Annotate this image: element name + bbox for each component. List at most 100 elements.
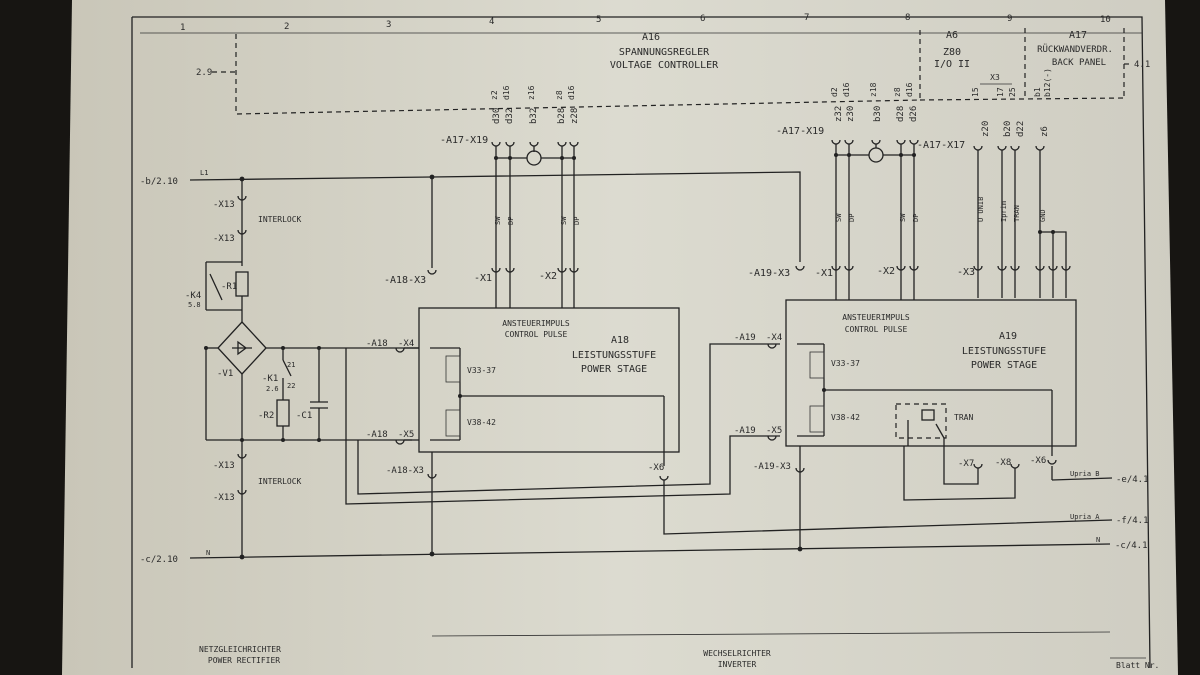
a19-x4-ref: -A19 [734,333,756,343]
grid-number: 5 [596,15,601,25]
pin-21-label: 21 [287,361,295,369]
a17-title-de: RÜCKWANDVERDR. [1037,44,1113,55]
x7-label: -X7 [958,459,974,469]
a16-title-en: VOLTAGE CONTROLLER [610,60,719,71]
x8-label: -X8 [995,458,1011,468]
upria-a-label: Upria A [1070,513,1100,521]
dp-label: DP [912,214,920,222]
footer-rectifier-en: POWER RECTIFIER [208,656,280,665]
pin-label: z32 [834,106,844,122]
upria-b-wire [1051,477,1113,481]
pin-label: 25 [1008,87,1017,97]
pin-label: b1 [1033,87,1042,97]
iprim-label: Iprim [1000,201,1008,222]
sw-label: SW [560,216,568,225]
a18-transistors [430,347,665,466]
x-socket-row-a19 [795,265,1071,271]
sw-label: SW [494,216,502,225]
x17-wires [977,150,1067,298]
a19-control-pulse-en: CONTROL PULSE [845,325,908,334]
v1-label: -V1 [217,369,233,379]
a18-x3-bottom-label: -A18-X3 [386,466,424,476]
a19-title-de: LEISTUNGSSTUFE [962,346,1046,357]
rectifier-chain [204,180,412,557]
a18-control-pulse-de: ANSTEUERIMPULS [502,319,570,328]
sheet-number-label: Blatt Nr. [1116,661,1159,670]
a19-tran-label: TRAN [954,413,973,422]
input-c-label: -c/2.10 [140,555,178,565]
a6-line1: Z80 [943,47,961,58]
pin-label: d16 [842,82,851,97]
input-b-label: -b/2.10 [140,177,178,187]
upria-b-label: Upria B [1070,470,1100,478]
n-label-left: N [206,549,210,557]
pin-label: d26 [909,106,919,122]
sw-label: SW [899,213,907,222]
k4-ref-label: 5.8 [188,301,201,309]
l1-rail [189,176,433,181]
a18-v33-label: V33-37 [467,366,496,375]
a16-title-de: SPANNUNGSREGLER [619,47,710,58]
a19-x4-x5-sockets [767,343,777,441]
pin-label: d22 [1016,121,1026,137]
pin-label: z30 [846,106,856,122]
n-rail [189,543,1111,559]
minus-loop-wire [345,348,780,505]
grid-number: 9 [1007,14,1012,24]
a18-v38-label: V38-42 [467,418,496,427]
x13-label: -X13 [213,200,235,210]
a6-line2: I/O II [934,59,970,70]
a6-a17-bottom [919,97,1125,101]
pin-label: d16 [905,82,914,97]
x-socket-row-a18 [427,267,579,275]
k1-ref-label: 2.6 [266,385,279,393]
k1-label: -K1 [262,374,278,384]
a18-x3-socket [427,473,437,479]
a17-x19-right-label: -A17-X19 [776,126,824,137]
l1-rail-right [431,171,801,262]
a19-x5-label: -X5 [766,426,782,436]
pin-label: z18 [869,82,878,97]
a19-id: A19 [999,331,1017,342]
a6-id: A6 [946,30,958,41]
pin-label: d2 [830,87,839,97]
grid-number: 7 [804,13,809,23]
upria-a-wire [663,480,1113,535]
a19-x3-top-label: -A19-X3 [748,268,790,279]
pin-label: b28 [557,108,567,124]
column-grid: 1 2 3 4 5 6 7 8 9 10 [180,13,1111,33]
footer-inverter-en: INVERTER [718,660,757,669]
grid-number: 8 [905,13,910,23]
x13-label: -X13 [213,493,235,503]
pin-22-label: 22 [287,382,295,390]
pin-label: z8 [893,87,902,97]
pin-labels-x17: 15 17 25 b1 b12(-) z20 b20 d22 z6 [971,68,1052,137]
a19-x3-bottom-label: -A19-X3 [753,462,791,472]
pin-label: d32 [505,108,515,124]
a19-x5-ref: -A19 [734,426,756,436]
footer-inverter-de: WECHSELRICHTER [703,649,771,658]
x13-label: -X13 [213,461,235,471]
a18-x4-x5-sockets [395,347,405,445]
a19-x3-socket [795,467,805,473]
pin-label: d16 [567,85,576,100]
x2-label: -X2 [539,271,557,282]
a18-x3-top-label: -A18-X3 [384,275,426,286]
pin-label: z28 [570,108,580,124]
a17-ref-label: 4.1 [1134,60,1150,70]
plus-loop-wire [357,343,780,495]
a17-x17-label: -A17-X17 [917,140,965,151]
x13-label: -X13 [213,234,235,244]
pin-label: d16 [502,85,511,100]
output-e-label: -e/4.1 [1116,475,1149,485]
c1-label: -C1 [296,411,312,421]
pin-label: b32 [529,108,539,124]
pin-labels-left: z2 d16 d30 d32 z16 b32 z8 d16 b28 z28 [490,85,580,124]
pin-label: b12(-) [1043,68,1052,97]
footer-rectifier-de: NETZGLEICHRICHTER [199,645,281,654]
pin-label: 15 [971,87,980,97]
a19-v38-label: V38-42 [831,413,860,422]
interlock-label: INTERLOCK [258,477,302,486]
a18-control-pulse-en: CONTROL PULSE [505,330,568,339]
